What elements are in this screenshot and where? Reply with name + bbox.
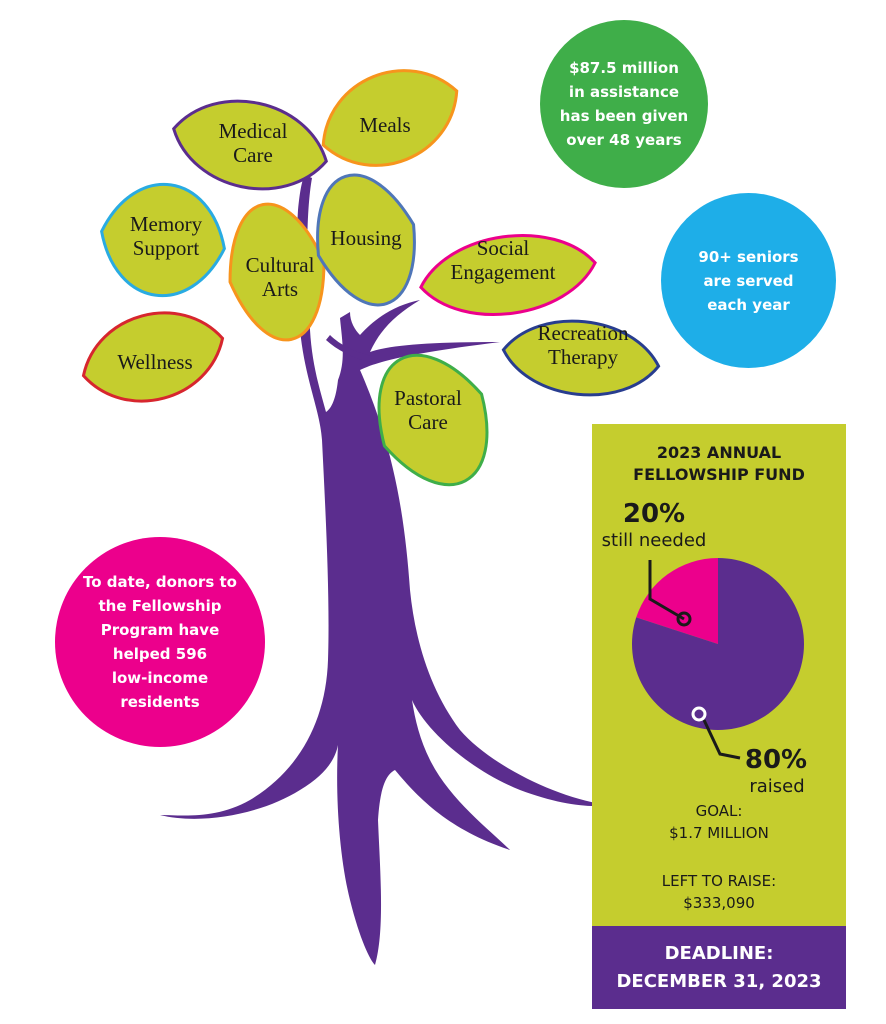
needed-percent-label: 20% [623, 499, 685, 529]
leaf-label: Support [133, 236, 200, 260]
leaf-shape [321, 69, 459, 167]
deadline-band: DEADLINE: DECEMBER 31, 2023 [592, 926, 846, 1009]
leaf-shape [81, 311, 225, 403]
leaf-label: Medical [219, 119, 288, 143]
left-to-raise-value: $333,090 [683, 894, 755, 912]
goal-value: $1.7 MILLION [669, 824, 769, 842]
seniors-stat-circle: 90+ seniors are served each year [661, 193, 836, 368]
leaf-shape [501, 319, 661, 397]
fellowship-fund-panel: 2023 ANNUAL FELLOWSHIP FUND 20% still ne… [592, 424, 846, 1009]
left-to-raise-label: LEFT TO RAISE: [661, 872, 777, 890]
seniors-stat-text: 90+ seniors are served each year [698, 247, 799, 314]
leaf-label: Engagement [451, 260, 556, 284]
fund-title: 2023 ANNUAL FELLOWSHIP FUND [633, 443, 805, 484]
leaf-shape [100, 182, 226, 298]
pie-slice-still-needed [636, 558, 718, 644]
leaf-label: Care [233, 143, 273, 167]
leaf-shape [419, 234, 597, 316]
leaf-label: Arts [262, 277, 298, 301]
leaf-meals: Meals [321, 69, 459, 167]
leaf-wellness: Wellness [81, 311, 225, 403]
leaf-housing: Housing [316, 173, 416, 307]
needed-callout: 20% still needed [602, 499, 707, 627]
leaf-label: Recreation [538, 321, 629, 345]
leaf-shape [377, 353, 489, 487]
goal-label: GOAL: [695, 802, 743, 820]
fund-pie-chart: 20% still needed 80% raised [602, 499, 807, 797]
leaf-label: Housing [330, 226, 402, 250]
leaf-shape [172, 99, 328, 191]
donors-stat-text: To date, donors to the Fellowship Progra… [83, 573, 237, 711]
raised-callout: 80% raised [691, 706, 807, 797]
assistance-stat-text: $87.5 million in assistance has been giv… [559, 59, 689, 149]
deadline-text: DEADLINE: DECEMBER 31, 2023 [616, 943, 822, 992]
raised-percent-label: 80% [745, 745, 807, 775]
leaf-label: Wellness [117, 350, 192, 374]
raised-text-label: raised [749, 776, 804, 797]
leaf-label: Therapy [548, 345, 618, 369]
leaf-label: Memory [130, 212, 203, 236]
pie-slice-raised [632, 558, 804, 730]
leaf-label: Cultural [246, 253, 315, 277]
leaf-label: Care [408, 410, 448, 434]
leaf-label: Social [477, 236, 530, 260]
leaf-label: Pastoral [394, 386, 462, 410]
needed-text-label: still needed [602, 530, 707, 551]
donors-stat-circle: To date, donors to the Fellowship Progra… [55, 537, 265, 747]
leaf-label: Meals [359, 113, 410, 137]
leaf-shape [316, 173, 416, 307]
assistance-stat-circle: $87.5 million in assistance has been giv… [540, 20, 708, 188]
